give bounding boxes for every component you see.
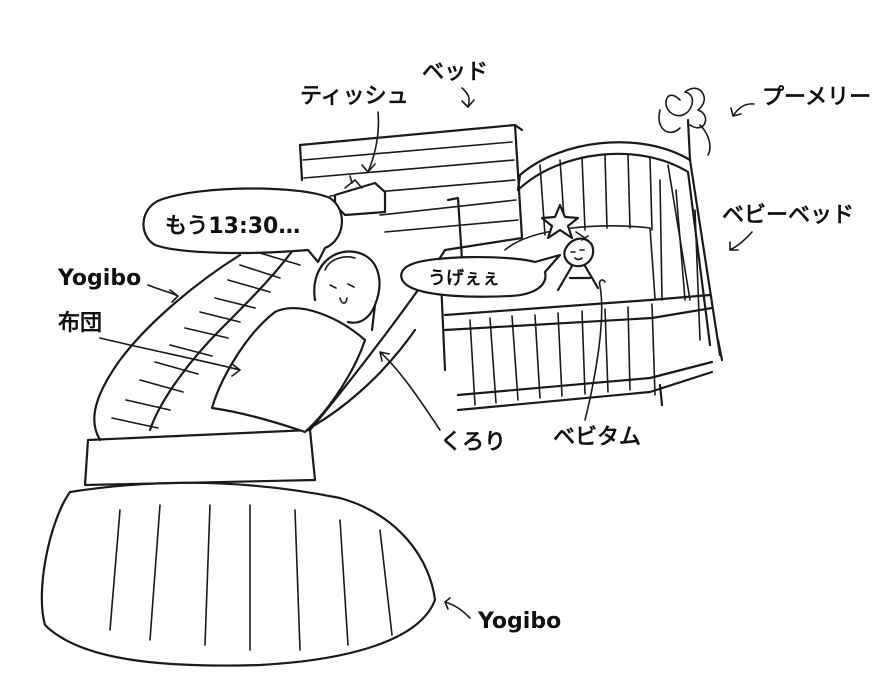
tissue-box: [333, 175, 387, 217]
label-yogibo-bottom: Yogibo: [477, 609, 561, 634]
label-bed: ベッド: [422, 60, 488, 85]
label-futon: 布団: [58, 310, 102, 336]
label-mobile: プーメリー: [762, 85, 871, 110]
pointer-kurori: [379, 351, 441, 431]
speech-bubble-mother: もう13:30…: [142, 187, 344, 264]
pointer-tissue: [361, 111, 380, 173]
baby-mobile: [658, 87, 711, 162]
label-kurori: くろり: [440, 430, 506, 455]
label-bebitam: ベビタム: [553, 425, 641, 450]
bebitam-baby: [556, 231, 600, 292]
pointer-futon: [99, 337, 241, 377]
pointer-yogibo-top: [147, 284, 179, 303]
futon: [210, 307, 367, 434]
label-tissue: ティッシュ: [300, 84, 409, 109]
pointer-yogibo-bottom: [444, 597, 471, 619]
label-baby-bed: ベビーベッド: [722, 203, 854, 228]
pointer-baby-bed: [729, 231, 753, 251]
pointer-mobile: [730, 103, 755, 117]
pointer-bed: [461, 87, 475, 108]
pointer-bebitam: [584, 279, 606, 421]
yogibo-big-bag: [40, 481, 437, 667]
star-toy: [540, 203, 580, 240]
baby-bed: [443, 141, 724, 412]
yogibo-long-cushion: [93, 238, 302, 442]
bubble-mother-text: もう13:30…: [165, 214, 300, 239]
kurori-figure: [313, 250, 381, 332]
label-yogibo-top: Yogibo: [57, 266, 141, 291]
bubble-baby-text: うげぇぇ: [428, 268, 500, 289]
speech-bubble-baby: うげぇぇ: [400, 253, 562, 298]
